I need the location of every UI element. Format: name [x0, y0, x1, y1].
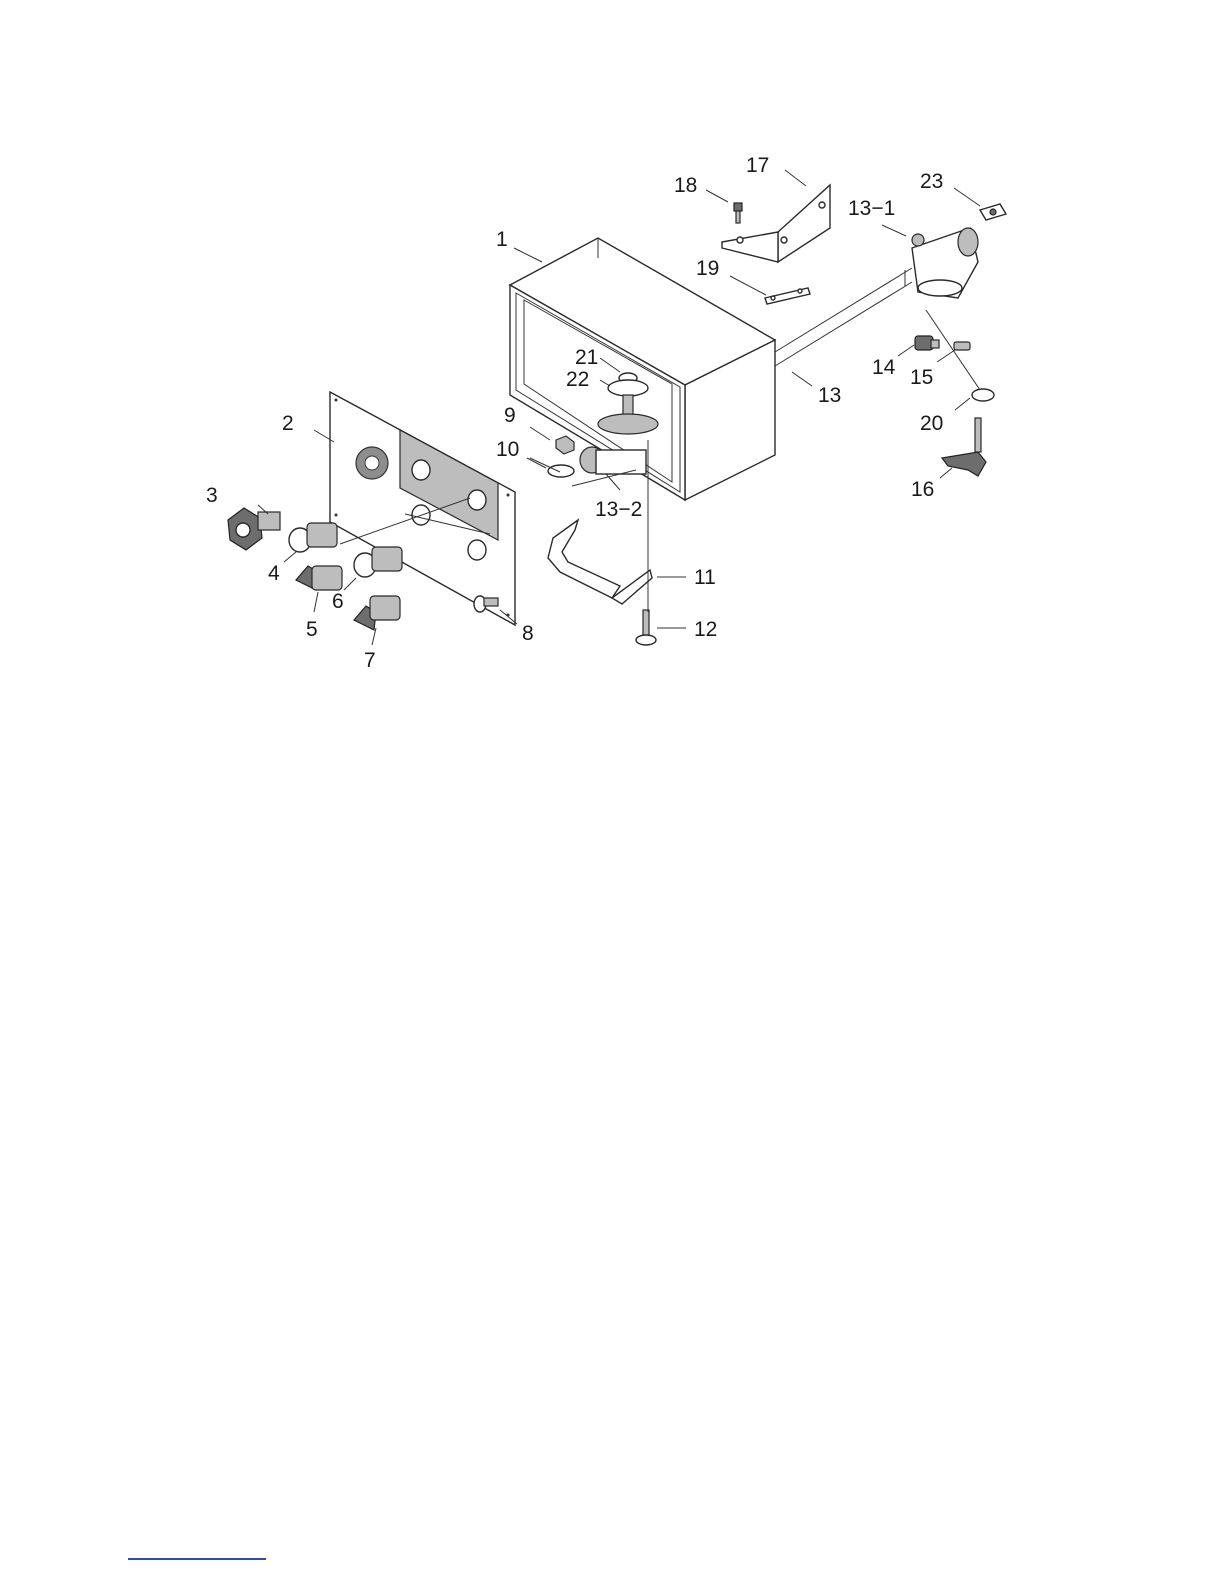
callout-14: 14 — [872, 356, 896, 379]
pipe-end-housing — [912, 228, 978, 298]
callout-12: 12 — [694, 618, 717, 641]
lever-handle — [942, 418, 986, 476]
pipe-arm — [775, 268, 912, 366]
ignition-knob — [228, 508, 280, 550]
front-panel — [330, 392, 515, 625]
footer-rule — [128, 1558, 266, 1560]
callout-13-2: 13−2 — [595, 498, 642, 521]
washer-part-20 — [972, 389, 994, 401]
stud-part-15 — [954, 342, 970, 350]
switch-part-7 — [354, 596, 400, 630]
callout-13-1: 13−1 — [848, 197, 895, 220]
callout-11: 11 — [694, 566, 716, 589]
callout-5: 5 — [306, 618, 318, 641]
support-plate — [765, 288, 810, 304]
callout-16: 16 — [911, 478, 934, 501]
carry-handle — [548, 520, 652, 604]
callout-13: 13 — [818, 384, 841, 407]
callout-1: 1 — [496, 228, 508, 251]
square-washer — [980, 204, 1006, 220]
callout-15: 15 — [910, 366, 933, 389]
callout-3: 3 — [206, 484, 218, 507]
callout-23: 23 — [920, 170, 943, 193]
switch-part-5 — [296, 566, 342, 590]
callout-17: 17 — [746, 154, 769, 177]
screw-part-12 — [636, 610, 656, 645]
callout-4: 4 — [268, 562, 280, 585]
switch-part-6 — [354, 547, 402, 577]
washer-part-10 — [548, 465, 574, 477]
nut-part-9 — [556, 436, 574, 454]
callout-20: 20 — [920, 412, 943, 435]
callout-7: 7 — [364, 649, 376, 672]
callout-8: 8 — [522, 622, 534, 645]
callout-2: 2 — [282, 412, 294, 435]
screw-part-18 — [734, 203, 742, 223]
callout-18: 18 — [674, 174, 697, 197]
callout-19: 19 — [696, 257, 719, 280]
callout-6: 6 — [332, 590, 344, 613]
switch-part-4 — [289, 523, 337, 552]
callout-10: 10 — [496, 438, 519, 461]
bolt-part-14 — [915, 336, 939, 350]
callout-9: 9 — [504, 404, 516, 427]
pipe-fitting — [580, 447, 646, 474]
callout-22: 22 — [566, 368, 589, 391]
callout-21: 21 — [575, 346, 598, 369]
